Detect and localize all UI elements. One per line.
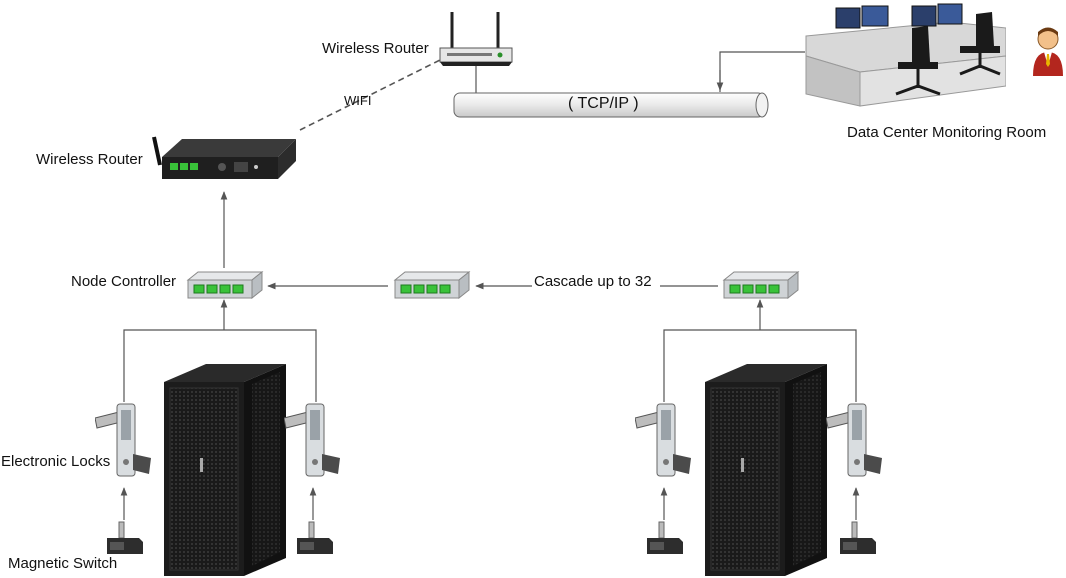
electronic-lock-icon-4 <box>826 402 886 486</box>
node-controller-icon-3 <box>718 270 804 302</box>
electronic-lock-icon-3 <box>635 402 695 486</box>
wireless-gateway-icon <box>152 135 298 185</box>
node-controller-label: Node Controller <box>71 273 177 290</box>
node-controller-icon-1 <box>182 270 268 302</box>
magnetic-switch-icon-4 <box>838 520 878 556</box>
tcpip-label: ( TCP/IP ) <box>568 95 639 112</box>
tcpip-network-pipe <box>452 90 770 120</box>
monitoring-room-label: Data Center Monitoring Room <box>847 124 1047 141</box>
electronic-lock-icon-1 <box>95 402 155 486</box>
router-top-label: Wireless Router <box>322 40 429 57</box>
network-to-room-line <box>719 51 805 92</box>
wifi-label: WIFI <box>344 93 372 108</box>
wifi-link-line <box>299 59 441 131</box>
server-cabinet-icon-1 <box>162 362 288 578</box>
magnetic-switch-icon-3 <box>645 520 685 556</box>
electronic-locks-label: Electronic Locks <box>1 453 111 471</box>
monitoring-room-icon <box>800 2 1006 114</box>
server-cabinet-icon-2 <box>703 362 829 578</box>
electronic-lock-icon-2 <box>284 402 344 486</box>
wifi-router-icon <box>437 8 515 68</box>
magnetic-switch-icon-1 <box>105 520 145 556</box>
magnetic-switch-icon-2 <box>295 520 335 556</box>
cascade-label: Cascade up to 32 <box>532 273 654 291</box>
magnetic-switch-label: Magnetic Switch <box>8 555 118 572</box>
operator-icon <box>1031 26 1065 78</box>
left-lock-wiring <box>123 329 317 402</box>
router-left-label: Wireless Router <box>36 151 143 168</box>
node-controller-icon-2 <box>389 270 475 302</box>
